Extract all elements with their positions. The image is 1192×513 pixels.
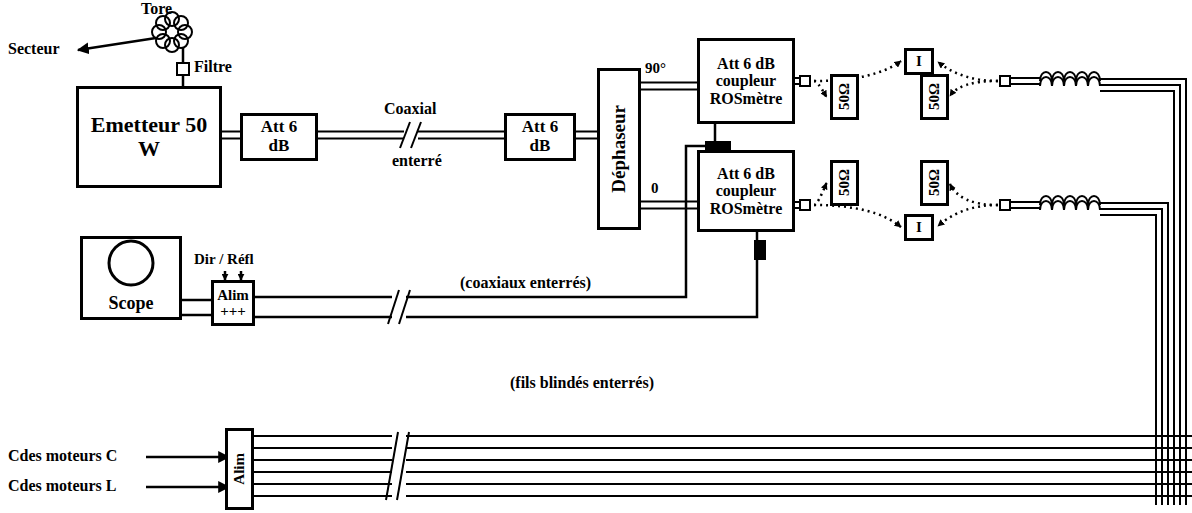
signal-name: Dir / Réfl bbox=[194, 251, 254, 268]
control-arrow bbox=[240, 271, 243, 280]
part-name: Tore bbox=[141, 0, 172, 18]
coax-line bbox=[222, 135, 240, 136]
wire-line bbox=[255, 124, 715, 297]
node-text: 50Ω bbox=[926, 83, 943, 110]
cable-label: Coaxial bbox=[384, 100, 436, 118]
toroid-lead bbox=[182, 48, 185, 62]
coupler-box: Att 6 dB coupleur ROSmètre bbox=[697, 150, 795, 232]
port-label: 0 bbox=[651, 180, 659, 197]
connector-path bbox=[641, 203, 697, 208]
coupler-box: Att 6 dB coupleur ROSmètre bbox=[697, 38, 795, 124]
node-text: Scope bbox=[109, 294, 154, 314]
node-text: Att 6 dB bbox=[254, 118, 304, 155]
wire-line bbox=[182, 300, 211, 315]
connector-path bbox=[576, 131, 597, 140]
connector-path bbox=[222, 131, 240, 140]
attenuator-box: Att 6 dB bbox=[240, 113, 318, 161]
node-text: Alim bbox=[217, 287, 249, 304]
signal-name: Cdes moteurs L bbox=[8, 477, 116, 495]
phase-shifter-box: Déphaseur bbox=[597, 68, 641, 230]
connector-path bbox=[255, 124, 715, 297]
scope-screen bbox=[109, 241, 153, 285]
coax-line bbox=[641, 205, 697, 206]
part-name: Secteur bbox=[8, 40, 60, 58]
connector-path bbox=[182, 299, 211, 302]
node-text: I bbox=[916, 53, 922, 70]
mains-arrow bbox=[78, 38, 156, 50]
switch-arrow bbox=[814, 183, 827, 205]
node-text: Déphaseur bbox=[609, 105, 630, 193]
wire-line bbox=[183, 76, 184, 86]
node-text: 50Ω bbox=[836, 83, 853, 110]
motor-cable bbox=[249, 436, 1192, 496]
switch-box: I bbox=[904, 48, 934, 75]
attenuator-box: Att 6 dB bbox=[504, 113, 576, 161]
connector-path bbox=[182, 76, 185, 86]
switch-arrow bbox=[814, 81, 827, 97]
transmitter-box: Emetteur 50 W bbox=[76, 86, 222, 188]
coax-line bbox=[576, 135, 597, 136]
connector-path bbox=[222, 133, 240, 138]
node-text: Emetteur 50 W bbox=[89, 113, 209, 161]
cable-label: enterré bbox=[392, 152, 442, 170]
resistor-box: 50Ω bbox=[830, 160, 859, 206]
node-text: +++ bbox=[220, 303, 246, 320]
connector-path bbox=[641, 84, 697, 89]
filter-box: Filtre bbox=[176, 62, 190, 76]
switch-arrow bbox=[814, 205, 901, 227]
port-label: 90° bbox=[645, 60, 666, 77]
cable-label: (fils blindés enterrés) bbox=[510, 374, 654, 392]
node-text: Att 6 dB bbox=[515, 118, 565, 155]
connector-path bbox=[641, 82, 697, 91]
resistor-box: 50Ω bbox=[920, 160, 949, 206]
node-text: Alim bbox=[231, 453, 248, 485]
power-supply-box: Alim bbox=[225, 428, 254, 510]
connector-path bbox=[814, 183, 827, 205]
inductor-symbol bbox=[1000, 72, 1100, 210]
connector-path bbox=[576, 133, 597, 138]
cable-label: (coaxiaux enterrés) bbox=[460, 274, 591, 292]
toroid-coil bbox=[152, 12, 192, 52]
control-arrow bbox=[146, 486, 229, 489]
node-text: Att 6 dB coupleur ROSmètre bbox=[703, 55, 789, 108]
node-text: 50Ω bbox=[836, 169, 853, 196]
connector-path bbox=[255, 232, 757, 317]
connector-path bbox=[814, 205, 901, 227]
node-text: I bbox=[916, 219, 922, 236]
control-arrow bbox=[224, 271, 227, 280]
power-supply-box: Alim+++ bbox=[211, 280, 255, 326]
antenna-cable bbox=[1100, 79, 1186, 505]
node-text: Att 6 dB coupleur ROSmètre bbox=[703, 165, 789, 218]
signal-name: Cdes moteurs C bbox=[8, 447, 117, 465]
connector-path bbox=[641, 201, 697, 210]
cable-break bbox=[400, 122, 421, 148]
switch-box: I bbox=[904, 214, 934, 241]
connector-path bbox=[182, 314, 211, 317]
cable-break bbox=[386, 430, 409, 502]
resistor-box: 50Ω bbox=[920, 74, 949, 120]
scope-box: Scope bbox=[80, 236, 182, 320]
coax-connector bbox=[754, 240, 766, 260]
coax-line bbox=[641, 86, 697, 87]
resistor-box: 50Ω bbox=[830, 74, 859, 120]
control-arrow bbox=[146, 456, 229, 459]
wire-line bbox=[255, 232, 757, 317]
node-text: 50Ω bbox=[926, 169, 943, 196]
node-text: Filtre bbox=[194, 58, 232, 76]
cable-break bbox=[388, 290, 410, 324]
connector-path bbox=[814, 81, 827, 97]
